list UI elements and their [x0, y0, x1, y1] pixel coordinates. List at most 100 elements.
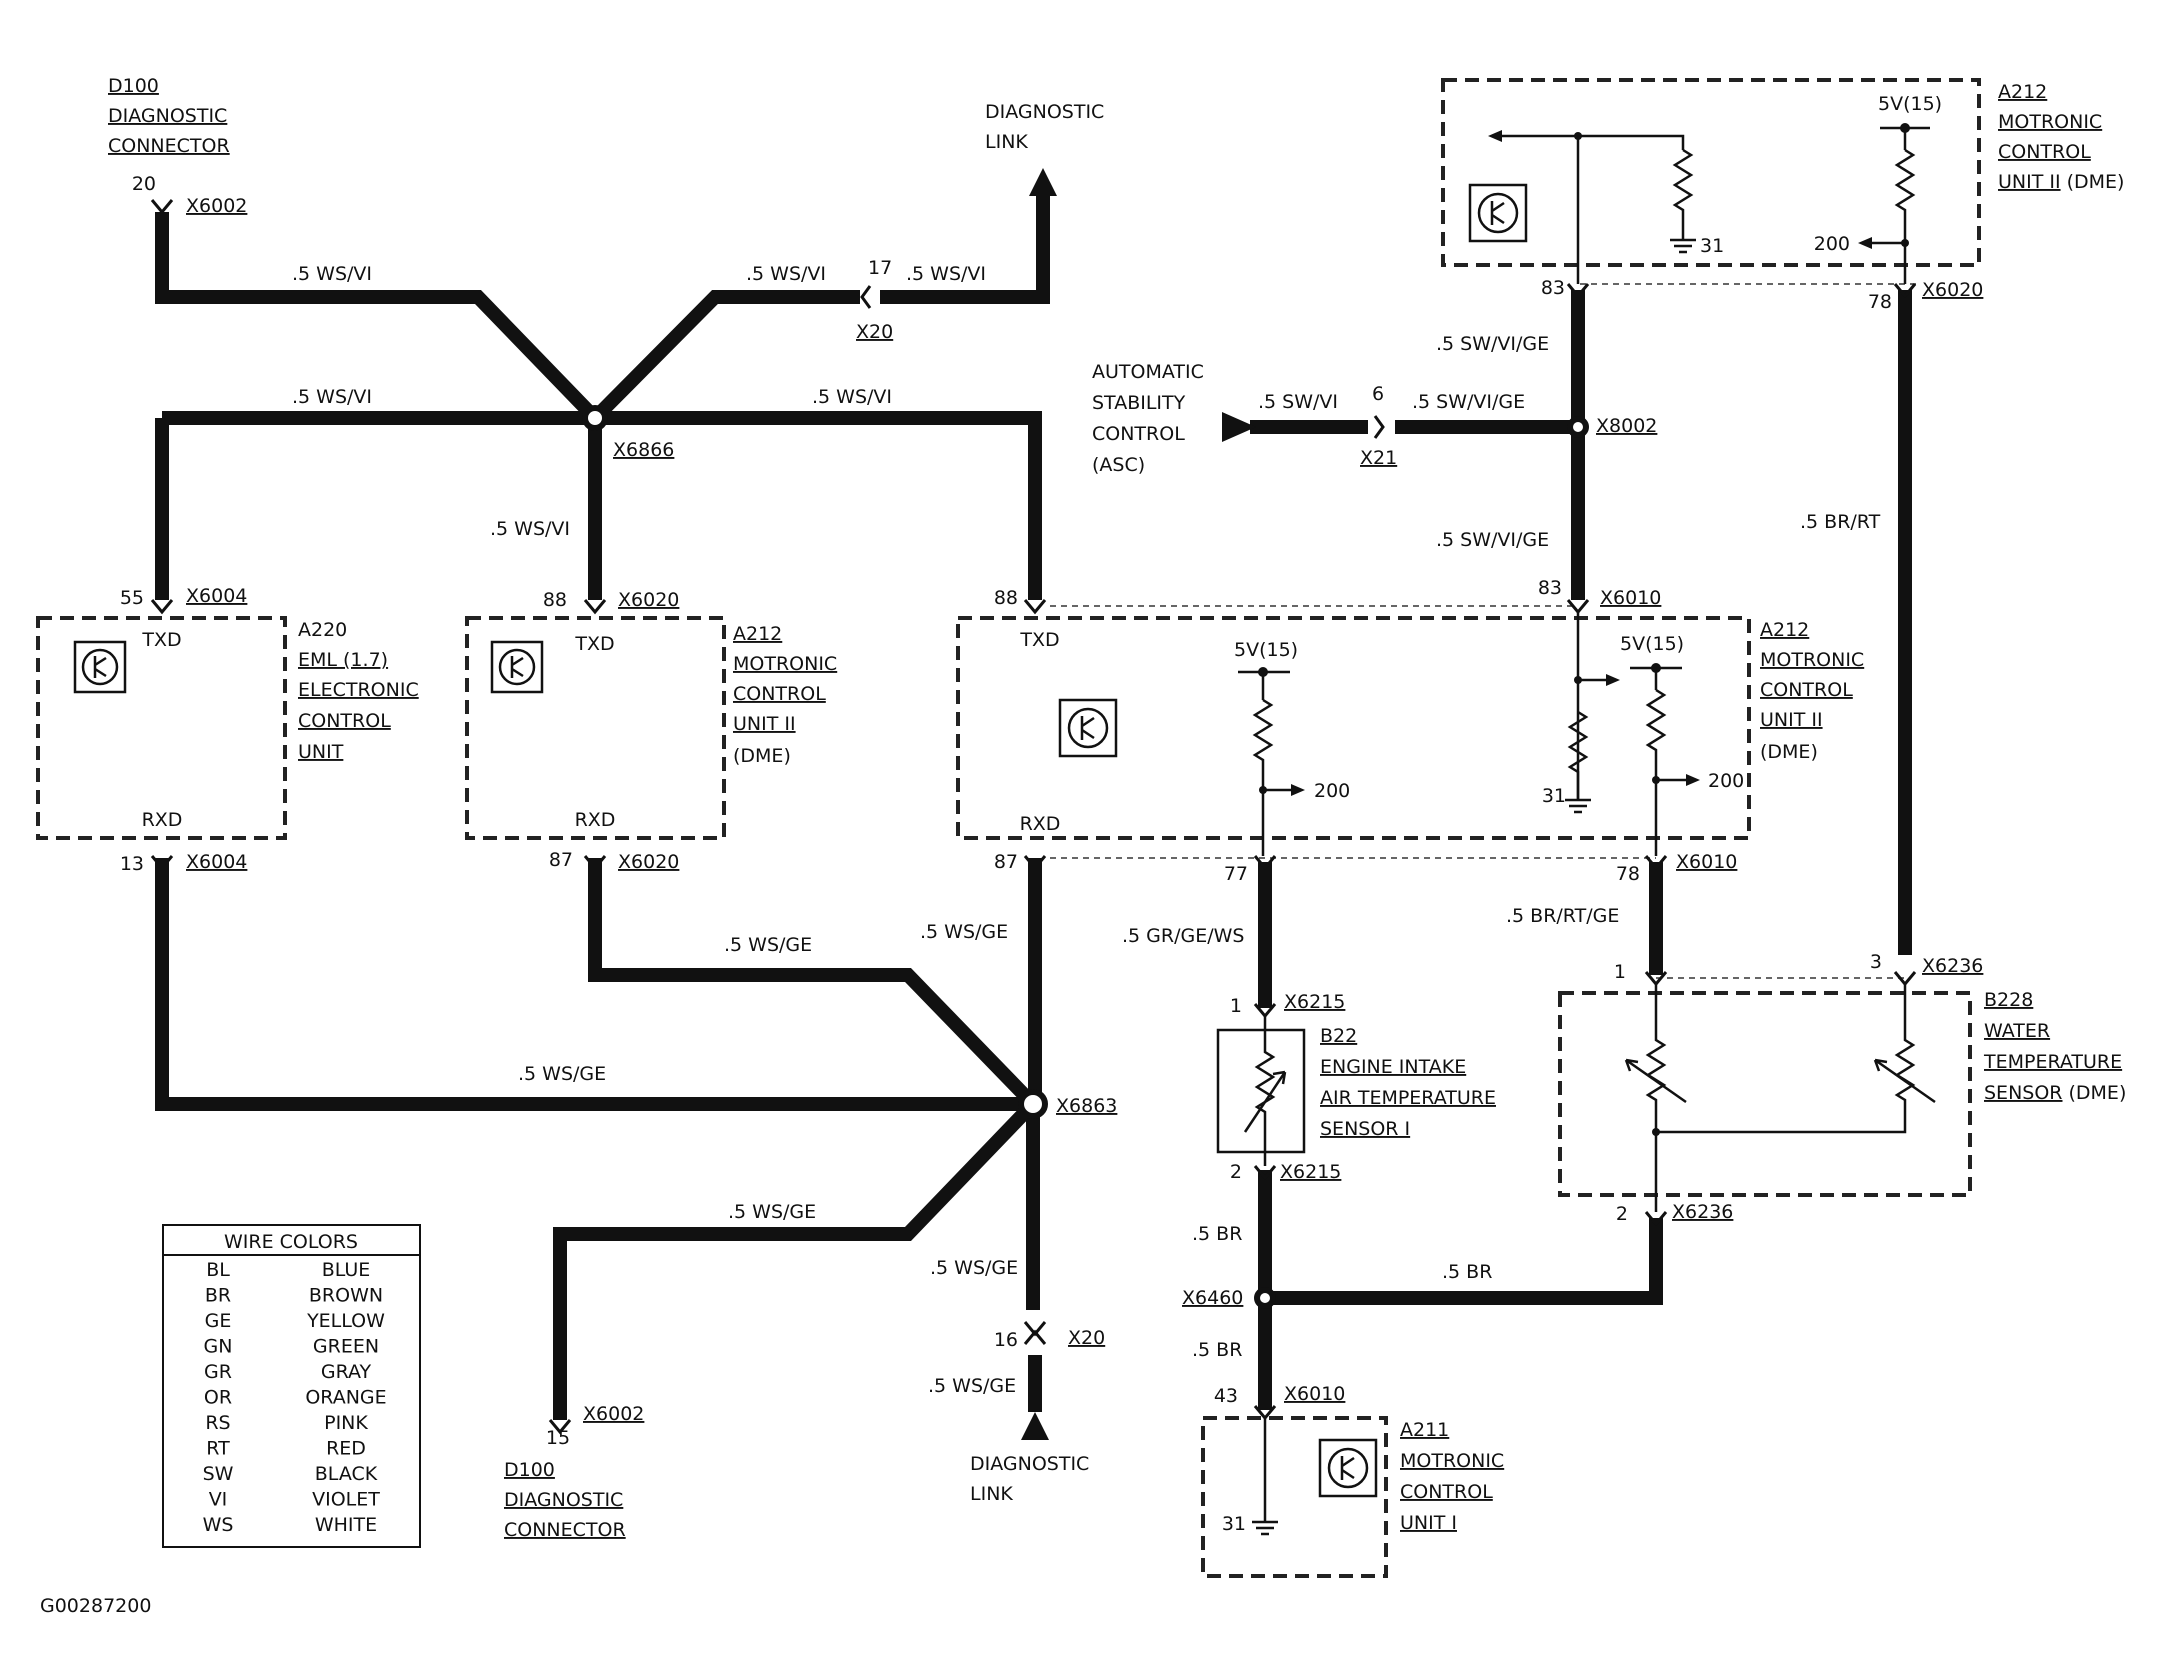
wire-label: .5 SW/VI/GE	[1412, 391, 1525, 413]
wire-label: .5 WS/VI	[812, 386, 892, 408]
wire-label: .5 SW/VI/GE	[1436, 333, 1549, 355]
pin-number: 88	[543, 589, 567, 611]
signal-label: RXD	[1020, 813, 1061, 835]
transistor-icon	[1058, 698, 1118, 758]
a211-box	[1201, 1416, 1388, 1578]
connector-label: X20	[856, 321, 893, 343]
wire-label: .5 WS/VI	[490, 518, 570, 540]
connector-label: X6002	[186, 195, 247, 217]
splice-x6866	[582, 405, 608, 431]
voltage-label: 5V(15)	[1234, 639, 1298, 661]
pin-number: 16	[994, 1329, 1018, 1351]
b228-label: TEMPERATURE	[1983, 1051, 2122, 1073]
a220-label: EML (1.7)	[298, 649, 388, 671]
connector-label: X6863	[1056, 1095, 1117, 1117]
pin-number: 20	[132, 173, 156, 195]
connector-label: X6004	[186, 851, 247, 873]
wire-label: .5 WS/GE	[928, 1375, 1016, 1397]
connector-label: X6866	[613, 439, 674, 461]
a211-label: A211	[1400, 1419, 1449, 1441]
wire-color-name: BLUE	[322, 1259, 371, 1281]
pin-number: 200	[1314, 780, 1350, 802]
splice-x6863	[1018, 1089, 1048, 1119]
wire-color-row: VI VIOLET	[209, 1489, 381, 1511]
d100-bottom-label: DIAGNOSTIC	[504, 1489, 623, 1511]
a220-label: A220	[298, 619, 347, 641]
wire-label: .5 WS/VI	[292, 263, 372, 285]
pin-number: 78	[1868, 291, 1892, 313]
a220-label: CONTROL	[298, 710, 391, 732]
pin-number: 31	[1542, 785, 1566, 807]
a212-right-label: UNIT II	[1760, 709, 1823, 731]
connector-label: X21	[1360, 447, 1397, 469]
arrow-up-icon	[1021, 1412, 1049, 1440]
a212-top-label: UNIT II(DME)	[1998, 171, 2124, 193]
pin-number: 87	[549, 849, 573, 871]
wire-label: .5 SW/VI/GE	[1436, 529, 1549, 551]
connector-label: X6020	[618, 589, 679, 611]
wire-color-name: VIOLET	[312, 1489, 380, 1511]
pin-number: 1	[1614, 961, 1626, 983]
connector-label: X6215	[1284, 991, 1345, 1013]
b22-label: B22	[1320, 1025, 1357, 1047]
a212-mid-box	[465, 616, 726, 840]
pin-number: 200	[1708, 770, 1744, 792]
connector-label: X6236	[1672, 1201, 1733, 1223]
wire-label: .5 BR/RT/GE	[1506, 905, 1619, 927]
a212-top-label: MOTRONIC	[1998, 111, 2102, 133]
pin-number: 55	[120, 587, 144, 609]
signal-label: TXD	[574, 633, 614, 655]
wire-color-code: BR	[205, 1285, 231, 1307]
wire-label: .5 BR/RT	[1800, 511, 1881, 533]
a212-right-label: MOTRONIC	[1760, 649, 1864, 671]
wire-color-name: GREEN	[313, 1336, 379, 1358]
pin-number: 1	[1230, 995, 1242, 1017]
signal-label: TXD	[141, 629, 181, 651]
diagnostic-link-label: DIAGNOSTIC	[970, 1453, 1089, 1475]
wire-color-name: WHITE	[315, 1514, 377, 1536]
wire-color-name: YELLOW	[306, 1310, 385, 1332]
pin-number: 78	[1616, 863, 1640, 885]
wire-color-name: BROWN	[309, 1285, 383, 1307]
wire-label: .5 WS/VI	[292, 386, 372, 408]
wire-label: .5 BR	[1192, 1339, 1242, 1361]
wire-color-table-title: WIRE COLORS	[224, 1231, 358, 1253]
b228-label: SENSOR(DME)	[1984, 1082, 2126, 1104]
pin-number: 17	[868, 257, 892, 279]
a211-label: CONTROL	[1400, 1481, 1493, 1503]
asc-label: STABILITY	[1092, 392, 1186, 414]
wire-color-name: PINK	[324, 1412, 368, 1434]
b228-label: B228	[1984, 989, 2033, 1011]
a212-mid-label: A212	[733, 623, 782, 645]
pin-number: 43	[1214, 1385, 1238, 1407]
a211-label: MOTRONIC	[1400, 1450, 1504, 1472]
wire-color-code: RT	[206, 1438, 230, 1460]
transistor-icon	[490, 640, 544, 694]
diagnostic-link-label: LINK	[970, 1483, 1013, 1505]
a212-right-label: CONTROL	[1760, 679, 1853, 701]
wire-color-code: OR	[204, 1387, 232, 1409]
signal-label: RXD	[142, 809, 183, 831]
wire-color-code: GE	[205, 1310, 232, 1332]
wire-color-code: VI	[209, 1489, 228, 1511]
voltage-label: 5V(15)	[1878, 93, 1942, 115]
connector-label: X6010	[1676, 851, 1737, 873]
pin-number: 88	[994, 587, 1018, 609]
arrow-up-icon	[1029, 168, 1057, 196]
d100-top-label: DIAGNOSTIC	[108, 105, 227, 127]
asc-label: AUTOMATIC	[1092, 361, 1204, 383]
d100-top-label: D100	[108, 75, 159, 97]
wire-color-code: SW	[203, 1463, 234, 1485]
a220-label: UNIT	[298, 741, 344, 763]
connector-label: X6010	[1284, 1383, 1345, 1405]
pin-number: 83	[1538, 577, 1562, 599]
wire-harness	[155, 190, 1912, 1420]
signal-label: RXD	[575, 809, 616, 831]
pin-number: 6	[1372, 383, 1384, 405]
connector-label: X6020	[1922, 279, 1983, 301]
